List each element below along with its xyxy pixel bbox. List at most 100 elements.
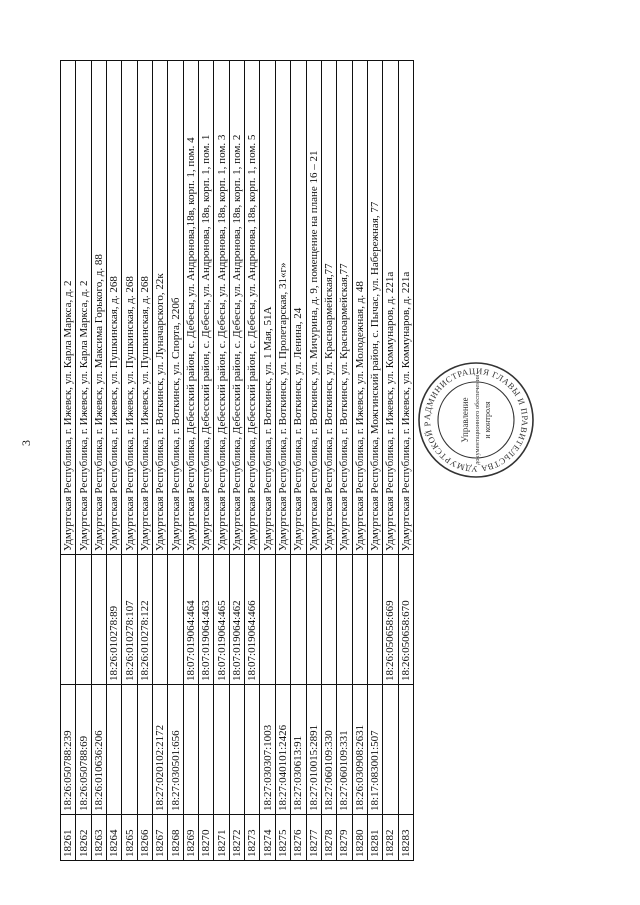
address-cell: Удмуртская Республика, г. Ижевск, ул. Пу… <box>137 60 153 555</box>
cadastral-number-cell <box>213 684 230 815</box>
cadastral-number-cell: 18:27:040101:2426 <box>275 684 291 815</box>
address-cell: Удмуртская Республика, г. Ижевск, ул. Ко… <box>382 60 399 555</box>
cadastral-number-cell: 18:26:010636:206 <box>91 684 107 815</box>
address-cell: Удмуртская Республика, г. Воткинск, ул. … <box>321 60 337 555</box>
cadastral-number-cell <box>229 684 245 815</box>
row-number-cell: 18276 <box>290 814 306 861</box>
cadastral-number-cell <box>183 684 199 815</box>
room-cadastral-number-cell <box>152 554 168 685</box>
row-number-cell: 18265 <box>121 814 138 861</box>
cadastral-number-cell: 18:27:060109:330 <box>321 684 337 815</box>
cadastral-number-cell: 18:27:030307:1003 <box>259 684 276 815</box>
room-cadastral-number-cell <box>290 554 306 685</box>
room-cadastral-number-cell <box>91 554 107 685</box>
room-cadastral-number-cell: 18:07:019064:466 <box>244 554 260 685</box>
address-cell: Удмуртская Республика, г. Воткинск, ул. … <box>336 60 353 555</box>
address-cell: Удмуртская Республика, Дебесский район, … <box>244 60 260 555</box>
row-number-cell: 18262 <box>75 814 92 861</box>
row-number-cell: 18269 <box>183 814 199 861</box>
row-number-cell: 18263 <box>91 814 107 861</box>
room-cadastral-number-cell: 18:26:010278:107 <box>121 554 138 685</box>
room-cadastral-number-cell: 18:07:019064:465 <box>213 554 230 685</box>
cadastral-number-cell <box>382 684 399 815</box>
room-cadastral-number-cell <box>259 554 276 685</box>
row-number-cell: 18274 <box>259 814 276 861</box>
cadastral-number-cell <box>121 684 138 815</box>
cadastral-number-cell <box>106 684 122 815</box>
cadastral-number-cell: 18:26:050788:69 <box>75 684 92 815</box>
room-cadastral-number-cell: 18:26:050658:670 <box>398 554 414 685</box>
address-cell: Удмуртская Республика, г. Ижевск, ул. Мо… <box>352 60 368 555</box>
row-number-cell: 18278 <box>321 814 337 861</box>
cadastral-number-cell <box>398 684 414 815</box>
room-cadastral-number-cell <box>275 554 291 685</box>
page-number: 3 <box>19 440 33 446</box>
address-cell: Удмуртская Республика, г. Ижевск, ул. Ма… <box>91 60 107 555</box>
cadastral-number-cell: 18:27:060109:331 <box>336 684 353 815</box>
room-cadastral-number-cell: 18:07:019064:463 <box>198 554 214 685</box>
address-cell: Удмуртская Республика, г. Воткинск, ул. … <box>306 60 322 555</box>
stamp-inner-ring <box>437 381 515 459</box>
row-number-cell: 18280 <box>352 814 368 861</box>
room-cadastral-number-cell <box>306 554 322 685</box>
room-cadastral-number-cell <box>367 554 383 685</box>
address-cell: Удмуртская Республика, Дебесский район, … <box>198 60 214 555</box>
row-number-cell: 18268 <box>167 814 184 861</box>
address-cell: Удмуртская Республика, г. Ижевск, ул. Ка… <box>60 60 76 555</box>
row-number-cell: 18261 <box>60 814 76 861</box>
row-number-cell: 18282 <box>382 814 399 861</box>
row-number-cell: 18281 <box>367 814 383 861</box>
cadastral-number-cell <box>137 684 153 815</box>
room-cadastral-number-cell <box>167 554 184 685</box>
address-cell: Удмуртская Республика, г. Ижевск, ул. Ко… <box>398 60 414 555</box>
address-cell: Удмуртская Республика, г. Ижевск, ул. Ка… <box>75 60 92 555</box>
row-number-cell: 18267 <box>152 814 168 861</box>
address-cell: Удмуртская Республика, Дебесский район, … <box>229 60 245 555</box>
cadastral-number-cell <box>244 684 260 815</box>
cadastral-number-cell: 18:27:020102:2172 <box>152 684 168 815</box>
stamp-line-2: документационного обеспечения <box>474 375 481 465</box>
row-number-cell: 18266 <box>137 814 153 861</box>
row-number-cell: 18270 <box>198 814 214 861</box>
cadastral-number-cell <box>198 684 214 815</box>
room-cadastral-number-cell <box>321 554 337 685</box>
address-cell: Удмуртская Республика, г. Воткинск, ул. … <box>290 60 306 555</box>
address-cell: Удмуртская Республика, г. Ижевск, ул. Пу… <box>106 60 122 555</box>
room-cadastral-number-cell <box>336 554 353 685</box>
stamp-line-1: Управление <box>460 397 470 442</box>
cadastral-number-cell: 18:26:030908:2631 <box>352 684 368 815</box>
room-cadastral-number-cell: 18:26:010278:89 <box>106 554 122 685</box>
room-cadastral-number-cell: 18:26:010278:122 <box>137 554 153 685</box>
row-number-cell: 18277 <box>306 814 322 861</box>
cadastral-number-cell: 18:27:030613:91 <box>290 684 306 815</box>
room-cadastral-number-cell <box>352 554 368 685</box>
address-cell: Удмуртская Республика, г. Воткинск, ул. … <box>152 60 168 555</box>
row-number-cell: 18275 <box>275 814 291 861</box>
cadastral-number-cell: 18:27:010015:2891 <box>306 684 322 815</box>
address-cell: Удмуртская Республика, Можгинский район,… <box>367 60 383 555</box>
cadastral-number-cell: 18:17:083001:507 <box>367 684 383 815</box>
room-cadastral-number-cell: 18:07:019064:462 <box>229 554 245 685</box>
